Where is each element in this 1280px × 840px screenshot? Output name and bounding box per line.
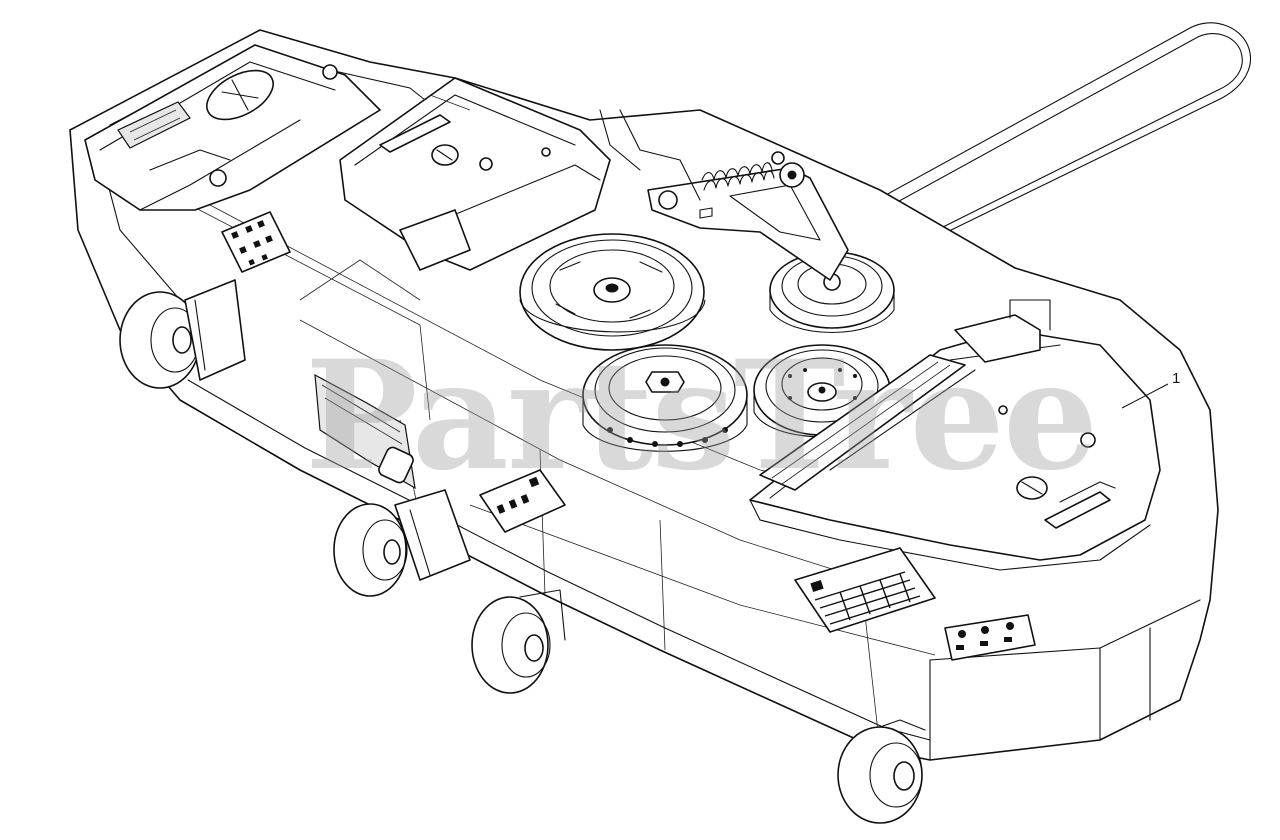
wheel-rear-left <box>119 279 246 389</box>
callout-label: 1 <box>1172 370 1180 387</box>
decal-front-left <box>479 469 566 533</box>
wheel-front-left <box>471 589 566 694</box>
callout-leader-line <box>1121 383 1169 409</box>
warning-decal-left <box>221 211 291 273</box>
decal-front-center <box>794 547 936 633</box>
idler-arm <box>599 109 849 281</box>
right-belt-cover <box>749 299 1161 571</box>
model-badge <box>314 373 416 490</box>
decal-front-right <box>944 614 1036 661</box>
watermark: PartsTree <box>305 328 1096 504</box>
drive-belt <box>639 22 1252 351</box>
center-belt-cover <box>339 77 611 271</box>
left-belt-cover <box>84 44 426 211</box>
wheel-front-right <box>837 719 926 824</box>
tension-spring <box>701 151 785 191</box>
wheel-mid-left <box>333 489 471 597</box>
callout-1: 1 <box>1121 370 1180 409</box>
spindle-pulley-center <box>582 344 748 452</box>
spindle-pulley-left <box>519 233 706 351</box>
idler-pulley <box>769 251 895 333</box>
